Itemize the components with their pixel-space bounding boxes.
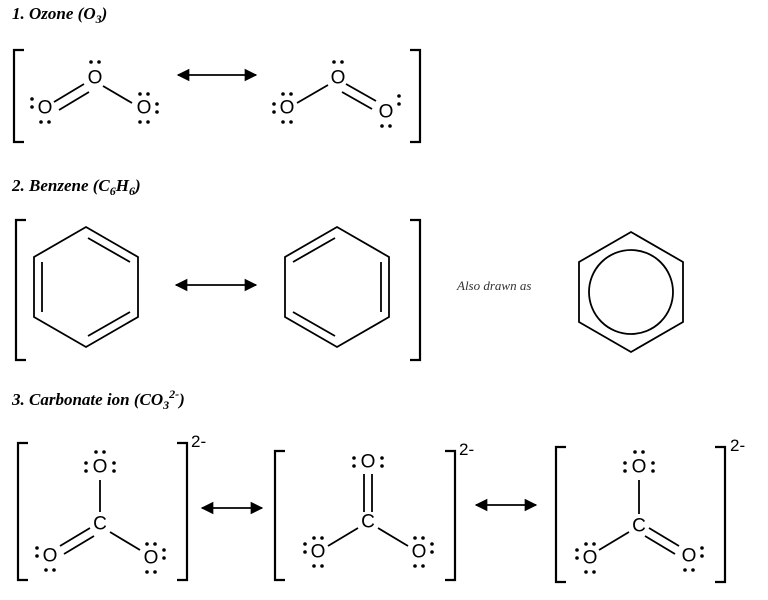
charge-label: 2-	[730, 436, 745, 455]
lone-pair-dots	[30, 60, 159, 124]
bracket-right	[715, 445, 727, 584]
carbonate-structure-2: 2- O C O O	[273, 440, 474, 582]
section-title-ozone: 1. Ozone (O3)	[12, 4, 107, 26]
ozone-structure-2: O O O	[272, 60, 401, 128]
bracket-right	[445, 449, 457, 582]
lone-pair-dots	[575, 450, 704, 574]
atom-oxygen: O	[412, 542, 427, 563]
benzene-resonance: Also drawn as	[14, 218, 684, 362]
atom-oxygen: O	[280, 98, 295, 119]
benzene-left-bracket	[14, 218, 26, 362]
bracket-left	[273, 449, 285, 582]
ozone-resonance: O O O O O O	[12, 48, 422, 144]
atom-oxygen: O	[361, 452, 376, 473]
carbonate-resonance: 2- O C O O 2-	[16, 432, 745, 584]
ozone-right-bracket	[410, 48, 422, 144]
atom-carbon: C	[632, 516, 646, 537]
charge-label: 2-	[191, 432, 206, 451]
benzene-kekule-2	[284, 225, 390, 349]
ozone-left-bracket	[12, 48, 24, 144]
carbonate-structure-1: 2- O C O O	[16, 432, 206, 582]
benzene-circle-notation	[578, 230, 684, 354]
carbonate-structure-3: 2- O C O O	[554, 436, 745, 584]
atom-oxygen: O	[93, 457, 108, 478]
also-drawn-as-label: Also drawn as	[456, 278, 531, 293]
atom-oxygen: O	[379, 102, 394, 123]
atom-oxygen: O	[144, 548, 159, 569]
bracket-left	[16, 441, 28, 582]
section-title-carbonate: 3. Carbonate ion (CO32-)	[11, 387, 185, 412]
atom-carbon: C	[93, 514, 107, 535]
atom-oxygen: O	[583, 548, 598, 569]
lone-pair-dots	[35, 450, 166, 574]
atom-carbon: C	[361, 512, 375, 533]
atom-oxygen: O	[43, 546, 58, 567]
benzene-right-bracket	[410, 218, 422, 362]
atom-oxygen: O	[632, 457, 647, 478]
atom-oxygen: O	[137, 98, 152, 119]
lone-pair-dots	[272, 60, 401, 128]
atom-oxygen: O	[38, 98, 53, 119]
bracket-right	[177, 441, 189, 582]
atom-oxygen: O	[331, 68, 346, 89]
ozone-structure-1: O O O	[30, 60, 159, 124]
bracket-left	[554, 445, 566, 584]
lone-pair-dots	[303, 456, 434, 568]
atom-oxygen: O	[88, 68, 103, 89]
atom-oxygen: O	[311, 542, 326, 563]
charge-label: 2-	[459, 440, 474, 459]
atom-oxygen: O	[682, 546, 697, 567]
benzene-kekule-1	[33, 225, 139, 349]
section-title-benzene: 2. Benzene (C6H6)	[11, 176, 141, 198]
